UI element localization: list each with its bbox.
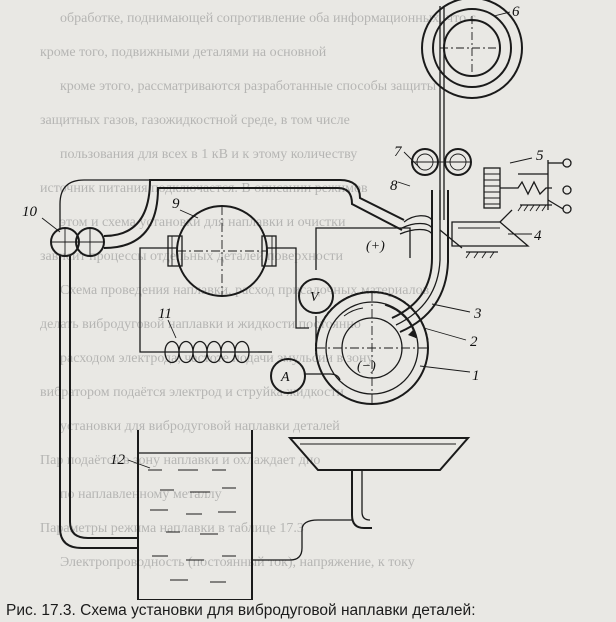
drain-tray (252, 437, 471, 561)
generator-9 (167, 205, 277, 297)
background-text-line: Пар подаётся в зону наплавки и охлаждает… (40, 453, 320, 468)
background-text-line: обработке, поднимающей сопротивление оба… (60, 11, 476, 26)
label-6: 6 (512, 4, 520, 20)
label-7: 7 (394, 144, 403, 160)
wire-spool-6 (421, 0, 523, 220)
coolant-tank-12 (137, 430, 253, 600)
deposit-layer-2 (315, 290, 429, 357)
voltmeter-label: V (310, 290, 320, 305)
label-1: 1 (472, 368, 480, 384)
label-2: 2 (470, 334, 478, 350)
label-12: 12 (110, 452, 126, 468)
label-4: 4 (534, 228, 542, 244)
coolant-pipes (59, 179, 405, 549)
label-10: 10 (22, 204, 38, 220)
background-text: обработке, поднимающей сопротивление оба… (40, 11, 476, 570)
background-text-line: защитных газов, газожидкостной среде, в … (40, 113, 350, 128)
background-text-line: делать вибродуговой наплавки и жидкости … (40, 317, 361, 332)
background-text-line: этом и схема установки для наплавки и оч… (60, 215, 346, 230)
mouthpiece-3-8 (391, 190, 463, 333)
background-text-line: Электропроводность (постоянный ток), нап… (60, 555, 415, 570)
choke-11 (150, 340, 258, 364)
background-text-line: Параметры режима наплавки в таблице 17.3 (40, 521, 304, 536)
label-3: 3 (473, 306, 482, 322)
background-text-line: зависит процессы отдельных деталей повер… (40, 249, 343, 264)
background-text-line: установки для вибродуговой наплавки дета… (60, 419, 340, 434)
voltmeter: V (298, 278, 334, 314)
plus-polarity-label: (+) (366, 239, 385, 254)
ammeter-label: A (280, 370, 290, 385)
minus-polarity-label: (−) (357, 359, 376, 374)
background-text-line: по наплавленному металлу (60, 487, 222, 502)
workpiece-1 (315, 291, 429, 405)
label-11: 11 (158, 306, 172, 322)
background-text-line: кроме этого, рассматриваются разработанн… (60, 79, 437, 94)
label-9: 9 (172, 196, 180, 212)
label-8: 8 (390, 178, 398, 194)
electric-circuit (139, 227, 411, 381)
background-text-line: пользования для всех в 1 кВ и к этому ко… (60, 147, 357, 162)
pump-10 (50, 227, 105, 257)
feed-rollers-7 (411, 148, 472, 176)
vibrator-lever-4 (451, 209, 530, 259)
vibro-arc-welding-diagram: обработке, поднимающей сопротивление оба… (22, 0, 572, 600)
leader-lines (41, 11, 533, 469)
ammeter: A (270, 358, 306, 394)
figure-caption: Рис. 17.3. Схема установки для вибродуго… (6, 602, 476, 619)
vibrator-5 (483, 158, 572, 214)
background-text-line: кроме того, подвижными деталями на основ… (40, 45, 327, 60)
label-5: 5 (536, 148, 544, 164)
background-text-line: вибратором подаётся электрод и струйка ж… (40, 385, 344, 400)
background-text-line: расходом электрода, частоте подачи эмуль… (60, 351, 374, 366)
